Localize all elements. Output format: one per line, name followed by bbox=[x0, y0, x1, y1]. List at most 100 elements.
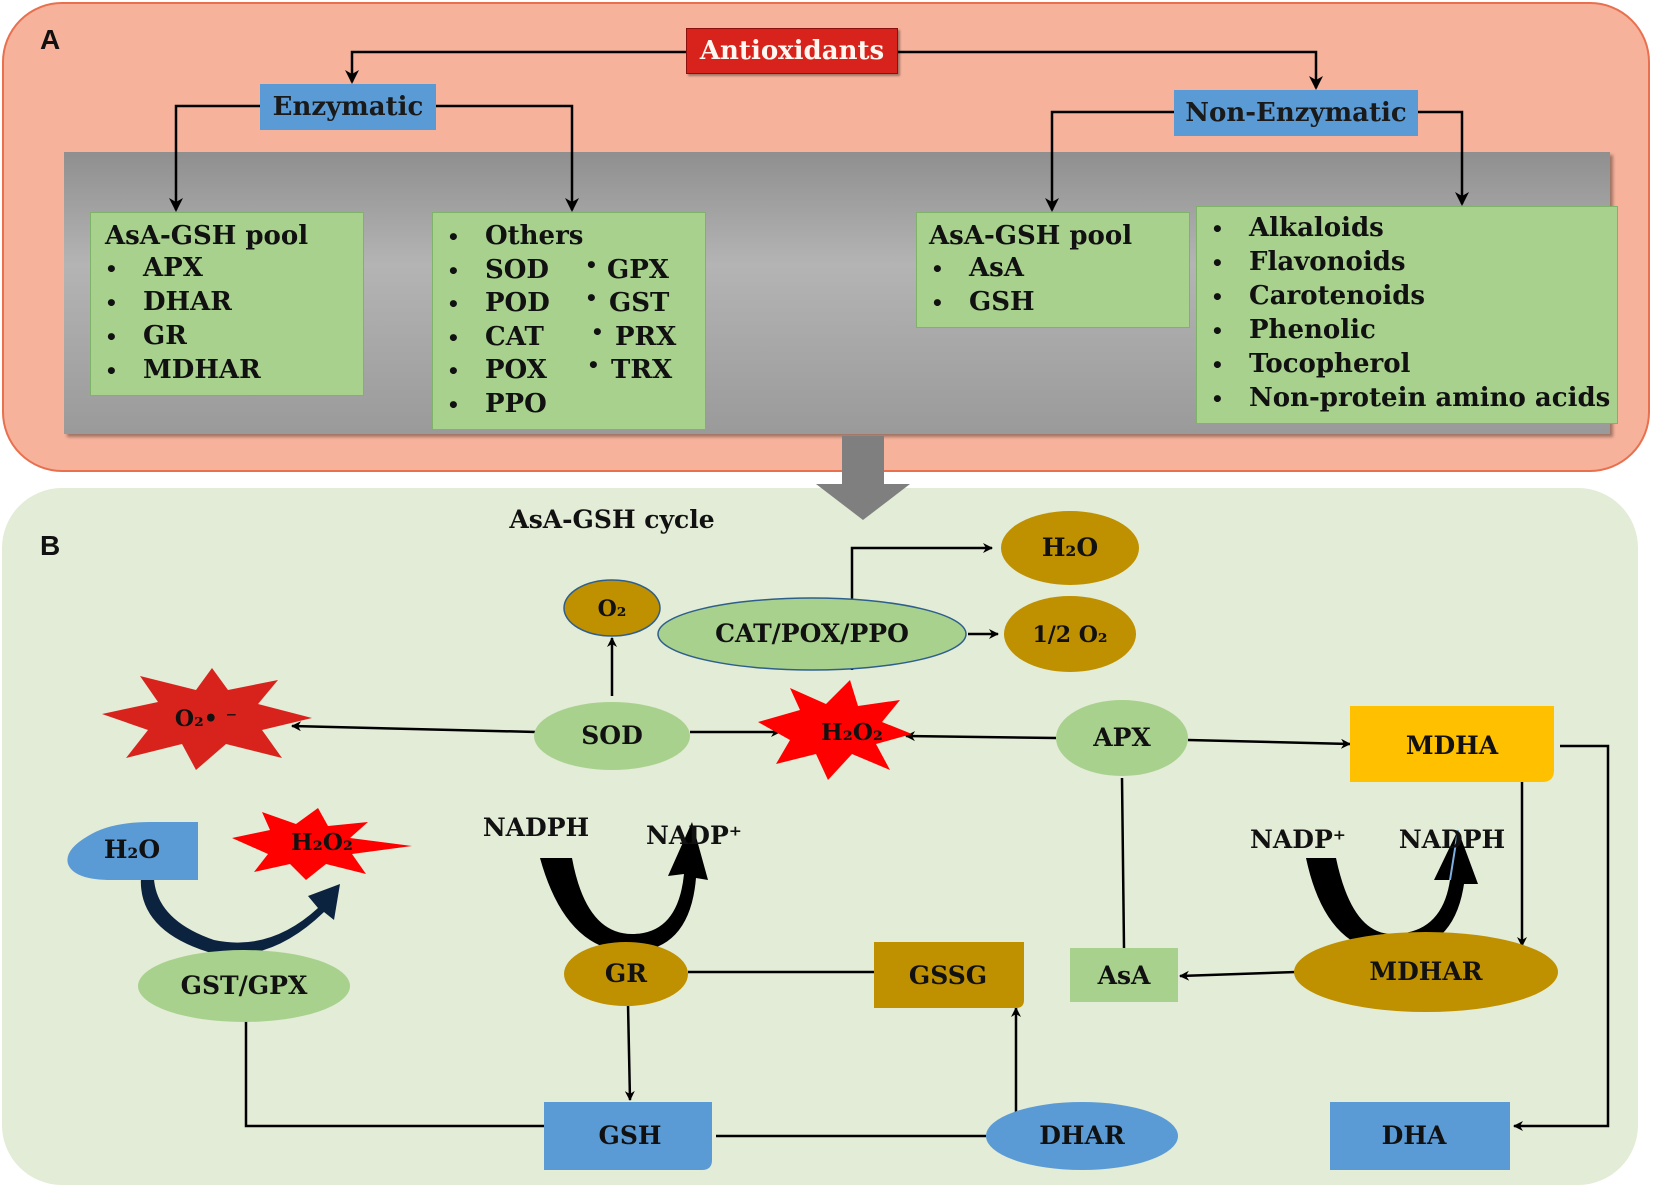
enzymatic-box: Enzymatic bbox=[260, 84, 436, 130]
bullet: • bbox=[587, 353, 600, 377]
list-item: GST bbox=[609, 288, 670, 318]
list-item: Tocopherol bbox=[1249, 349, 1411, 379]
list-item: SOD bbox=[485, 255, 549, 285]
gst-gpx-node bbox=[138, 950, 350, 1022]
gsh-node bbox=[544, 1102, 712, 1170]
list-item: DHAR bbox=[143, 287, 232, 317]
cat-pox-ppo-label: CAT/POX/PPO bbox=[715, 619, 909, 648]
h2o2-left-burst bbox=[232, 808, 412, 880]
o2-top-node bbox=[563, 579, 661, 637]
curved-arrow-left bbox=[140, 868, 340, 955]
arrow-accent bbox=[1449, 829, 1459, 881]
arrow-sod-to-superoxide bbox=[291, 721, 537, 734]
h2o2-center-burst bbox=[758, 680, 912, 780]
bullet: • bbox=[1211, 387, 1224, 411]
list-item: Flavonoids bbox=[1249, 247, 1406, 277]
h2o2-center-label: H₂O₂ bbox=[821, 719, 883, 746]
apx-node bbox=[1056, 700, 1188, 776]
arrow-mdha-to-dha bbox=[1513, 744, 1610, 1131]
enzymatic-asa-gsh-pool: AsA-GSH pool • APX • DHAR • GR • MDHAR bbox=[90, 212, 364, 396]
list-item: POX bbox=[485, 355, 547, 385]
h2o-top-label: H₂O bbox=[1042, 533, 1098, 562]
bullet: • bbox=[105, 291, 118, 315]
non-enzymatic-compounds: • Alkaloids • Flavonoids • Carotenoids •… bbox=[1196, 206, 1618, 424]
arrow-antioxidants-to-enzymatic bbox=[345, 50, 686, 84]
gssg-label: GSSG bbox=[909, 961, 987, 990]
h2o-left-node bbox=[67, 822, 198, 880]
bullet: • bbox=[1211, 251, 1224, 275]
list-item: CAT bbox=[485, 322, 544, 352]
h2o-top-node bbox=[1001, 511, 1139, 585]
list-item: GR bbox=[143, 321, 187, 351]
list-title: Others bbox=[485, 221, 584, 251]
list-item: Non-protein amino acids bbox=[1249, 383, 1611, 413]
arrow-antioxidants-to-non-enzymatic bbox=[898, 50, 1323, 90]
list-item: Phenolic bbox=[1249, 315, 1376, 345]
dhar-label: DHAR bbox=[1039, 1121, 1125, 1150]
bullet: • bbox=[447, 225, 460, 249]
list-item: AsA bbox=[969, 253, 1024, 283]
bullet: • bbox=[1211, 285, 1224, 309]
dhar-node bbox=[986, 1102, 1178, 1170]
bullet: • bbox=[1211, 217, 1224, 241]
mdha-node bbox=[1350, 706, 1554, 782]
superoxide-label: O₂• ⁻ bbox=[175, 706, 237, 732]
nadp-right-label: NADP⁺ bbox=[1250, 825, 1346, 854]
arrow-apx-to-mdha bbox=[1187, 738, 1351, 749]
list-item: MDHAR bbox=[143, 355, 261, 385]
list-title: AsA-GSH pool bbox=[929, 221, 1133, 251]
gsh-label: GSH bbox=[598, 1121, 661, 1150]
bullet: • bbox=[447, 393, 460, 417]
panel-a-letter: A bbox=[40, 24, 61, 55]
enzymatic-others: • Others • SOD • POD • CAT • POX • PPO •… bbox=[432, 212, 706, 430]
arrow-enzymatic-to-pool bbox=[169, 104, 260, 212]
sod-label: SOD bbox=[581, 721, 643, 750]
half-o2-node bbox=[1004, 596, 1136, 672]
nadph-left-label: NADPH bbox=[483, 813, 589, 842]
list-item: POD bbox=[485, 288, 550, 318]
bullet: • bbox=[447, 292, 460, 316]
panel-a-connectors bbox=[169, 50, 1469, 212]
line-apx-asa bbox=[1120, 777, 1126, 949]
arrow-mdhar-to-asa bbox=[1179, 970, 1297, 981]
list-title: AsA-GSH pool bbox=[105, 221, 309, 251]
list-item: GPX bbox=[607, 255, 669, 285]
mdhar-node bbox=[1294, 932, 1558, 1012]
list-item: Alkaloids bbox=[1249, 213, 1384, 243]
panel-b-letter: B bbox=[40, 530, 61, 561]
superoxide-burst bbox=[102, 668, 312, 770]
list-item: Carotenoids bbox=[1249, 281, 1426, 311]
arrow-nonenzymatic-to-pool bbox=[1045, 110, 1174, 212]
bullet: • bbox=[105, 359, 118, 383]
bullet: • bbox=[591, 320, 604, 344]
arrow-gr-to-gsh bbox=[624, 1003, 635, 1101]
panel-transition-arrow bbox=[816, 436, 910, 520]
list-item: TRX bbox=[611, 355, 673, 385]
mdha-label: MDHA bbox=[1406, 731, 1499, 760]
bullet: • bbox=[1211, 319, 1224, 343]
bullet: • bbox=[447, 359, 460, 383]
nadp-left-label: NADP⁺ bbox=[646, 821, 742, 850]
bullet: • bbox=[1211, 353, 1224, 377]
bullet: • bbox=[931, 291, 944, 315]
line-gstgpx-gsh bbox=[244, 1012, 546, 1128]
bullet: • bbox=[931, 257, 944, 281]
o2-top-label: O₂ bbox=[598, 596, 627, 622]
list-item: PRX bbox=[615, 322, 677, 352]
bullet: • bbox=[585, 253, 598, 277]
arrow-apx-to-h2o2 bbox=[905, 731, 1057, 742]
gr-label: GR bbox=[605, 959, 647, 988]
nadph-right-label: NADPH bbox=[1399, 825, 1505, 854]
dha-node bbox=[1330, 1102, 1510, 1170]
bullet: • bbox=[585, 286, 598, 310]
cycle-title: AsA-GSH cycle bbox=[508, 505, 714, 534]
asa-node bbox=[1070, 948, 1178, 1002]
h2o2-left-label: H₂O₂ bbox=[291, 829, 353, 856]
list-item: APX bbox=[143, 253, 203, 283]
gst-gpx-label: GST/GPX bbox=[181, 971, 308, 1000]
arrow-enzymatic-to-others bbox=[436, 104, 579, 212]
non-enzymatic-box: Non-Enzymatic bbox=[1174, 90, 1418, 136]
bullet: • bbox=[105, 257, 118, 281]
non-enzymatic-asa-gsh-pool: AsA-GSH pool • AsA • GSH bbox=[916, 212, 1190, 328]
